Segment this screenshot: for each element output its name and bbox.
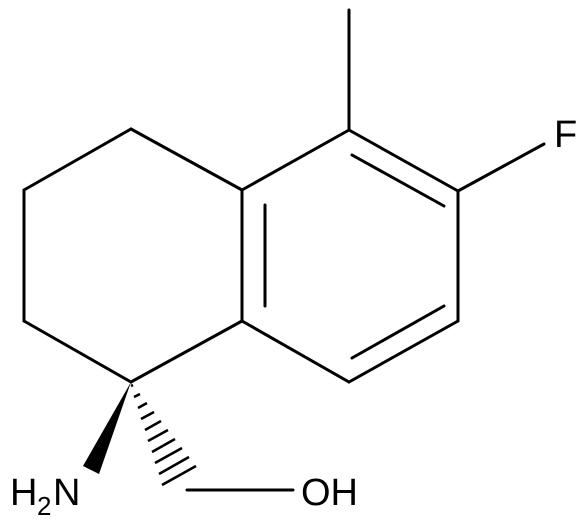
hydroxyl-label: OH xyxy=(301,472,358,514)
bond-c2-c1 xyxy=(22,319,133,384)
bond-c7-c8-inner xyxy=(350,304,446,360)
bond-c5-c6-inner xyxy=(350,153,446,208)
bond-c4a-c5 xyxy=(240,128,351,192)
hashed-bond-c1-ch2 xyxy=(130,383,197,487)
bond-c4-c3 xyxy=(22,127,133,192)
bond-c6-f xyxy=(456,142,546,193)
fluorine-label: F xyxy=(554,114,577,156)
amine-hydrogen-label: H xyxy=(10,472,37,514)
bond-c5-c6 xyxy=(347,128,460,193)
bond-c7-c8 xyxy=(347,319,460,384)
amine-nitrogen-label: N xyxy=(53,472,80,514)
wedge-bond-c1-n xyxy=(83,382,131,474)
bond-c1-c8a xyxy=(129,319,244,384)
amine-label: H 2 N xyxy=(10,472,80,521)
bond-c4a-c4 xyxy=(129,127,244,192)
bond-c8-c8a xyxy=(240,319,351,384)
amine-subscript-label: 2 xyxy=(37,491,51,521)
